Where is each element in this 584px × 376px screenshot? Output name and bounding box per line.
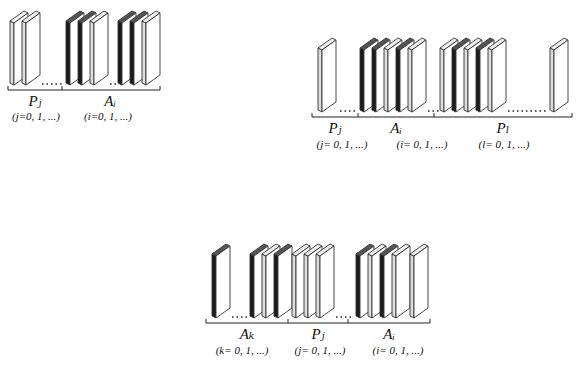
plate-part: [452, 48, 456, 112]
index-range: (j=0, 1, ...): [12, 110, 60, 122]
plate-part: [118, 21, 122, 85]
dots: [42, 84, 548, 317]
plate-part: [94, 13, 108, 85]
group-label: Aᵢ: [383, 326, 395, 343]
plate-part: [216, 246, 230, 318]
plate-part: [410, 254, 414, 318]
plate-part: [320, 246, 334, 318]
plate-part: [26, 13, 40, 85]
plate-part: [274, 254, 278, 318]
plate-part: [396, 246, 410, 318]
plate-part: [368, 254, 372, 318]
plate-part: [212, 254, 216, 318]
plate-part: [356, 254, 360, 318]
group-label: Aᵢ: [390, 120, 402, 137]
plate-part: [318, 48, 322, 112]
plate-part: [316, 254, 320, 318]
plate-part: [492, 40, 506, 112]
plate-part: [146, 13, 160, 85]
group-label: Pⱼ: [28, 93, 41, 110]
plate-part: [440, 48, 444, 112]
group-label: Pₗ: [497, 120, 510, 137]
plate-part: [130, 21, 134, 85]
plate-part: [408, 48, 412, 112]
plate-part: [380, 254, 384, 318]
index-range: (k= 0, 1, ...): [216, 344, 269, 356]
plate-part: [550, 48, 554, 112]
plates: [10, 11, 568, 318]
plate-part: [412, 40, 426, 112]
brackets: [8, 86, 572, 323]
group-label: Aₖ: [240, 326, 255, 343]
plate-part: [78, 21, 82, 85]
plate-part: [360, 48, 364, 112]
plate-part: [278, 246, 292, 318]
index-range: (i= 0, 1, ...): [373, 344, 424, 356]
plate-part: [476, 48, 480, 112]
index-range: (l= 0, 1, ...): [479, 138, 530, 150]
plate-part: [488, 48, 492, 112]
plate-part: [414, 246, 428, 318]
index-range: (i= 0, 1, ...): [397, 138, 448, 150]
plate-part: [392, 254, 396, 318]
group-label: Pⱼ: [311, 326, 324, 343]
group-label: Pⱼ: [328, 120, 341, 137]
index-range: (j= 0, 1, ...): [317, 138, 368, 150]
plate-part: [464, 48, 468, 112]
plate-part: [262, 254, 266, 318]
plate-part: [90, 21, 94, 85]
plate-part: [10, 21, 14, 85]
plate-part: [396, 48, 400, 112]
index-range: (j= 0, 1, ...): [295, 344, 346, 356]
plate-part: [250, 254, 254, 318]
group-label: Aᵢ: [104, 93, 116, 110]
plate-part: [384, 48, 388, 112]
plate-part: [292, 254, 296, 318]
plate-part: [322, 40, 336, 112]
plate-part: [554, 40, 568, 112]
plate-part: [142, 21, 146, 85]
plate-part: [304, 254, 308, 318]
plate-part: [372, 48, 376, 112]
index-range: (i=0, 1, ...): [84, 110, 132, 122]
plate-part: [22, 21, 26, 85]
plate-part: [66, 21, 70, 85]
